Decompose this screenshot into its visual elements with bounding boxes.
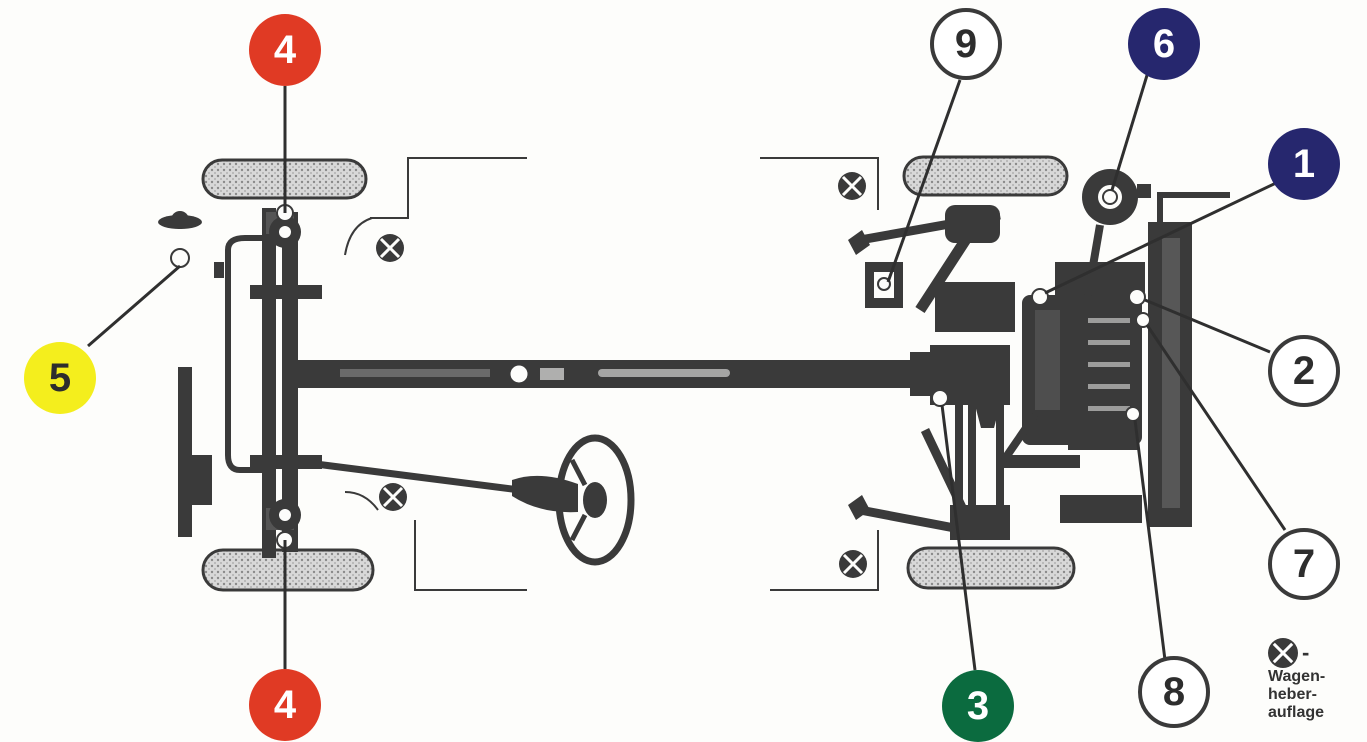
rear-left-wheel <box>902 155 1069 197</box>
transmission <box>930 345 1080 530</box>
callout-8: 8 <box>1138 656 1210 728</box>
lubrication-points <box>276 189 1151 549</box>
drive-shaft <box>298 352 934 396</box>
front-bumper-bracket <box>192 455 212 505</box>
grease-nipple-part <box>158 211 202 268</box>
jack-point-icon <box>839 550 867 578</box>
jack-point-icons <box>376 172 867 578</box>
legend-text-line-3: auflage <box>1268 704 1325 721</box>
legend-text-line-2: heber- <box>1268 686 1317 703</box>
front-bumper <box>178 367 192 537</box>
callout-4-bottom: 4 <box>249 669 321 741</box>
callout-9: 9 <box>930 8 1002 80</box>
steering-assembly <box>299 434 635 566</box>
legend-symbol-row: - <box>1268 638 1364 668</box>
callout-6: 6 <box>1128 8 1200 80</box>
rear-right-wheel <box>906 546 1076 590</box>
jack-point-icon <box>376 234 404 262</box>
callout-2: 2 <box>1268 335 1340 407</box>
front-axle <box>214 208 322 558</box>
callout-4-top: 4 <box>249 14 321 86</box>
front-right-wheel <box>201 548 375 592</box>
jack-point-icon <box>838 172 866 200</box>
legend-text-line-1: Wagen- <box>1268 668 1326 685</box>
callout-3: 3 <box>942 670 1014 742</box>
legend-dash: - <box>1302 640 1310 665</box>
callout-5: 5 <box>24 342 96 414</box>
jack-point-icon <box>379 483 407 511</box>
jack-point-legend: - Wagen- heber- auflage <box>1268 638 1364 722</box>
rear-suspension <box>848 205 1010 540</box>
jack-point-icon <box>1268 638 1298 668</box>
radiator <box>1148 192 1230 527</box>
callout-1: 1 <box>1268 128 1340 200</box>
leader-lines <box>87 71 1287 671</box>
body-outline <box>344 157 879 591</box>
callout-7: 7 <box>1268 528 1340 600</box>
